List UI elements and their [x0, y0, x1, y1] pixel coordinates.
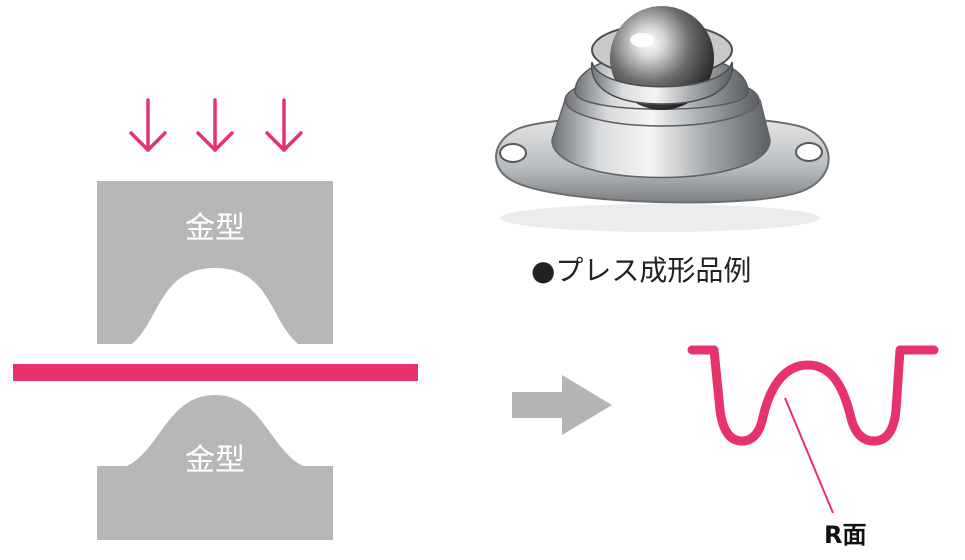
r-surface-leader — [784, 397, 834, 514]
upper-die-label: 金型 — [185, 211, 245, 246]
r-surface-label: R面 — [824, 521, 866, 549]
press-arrows — [129, 98, 303, 152]
lower-die — [97, 395, 333, 540]
metal-sheet — [13, 364, 418, 381]
product-caption: ●プレス成形品例 — [531, 254, 751, 287]
arrow-down-icon — [265, 98, 303, 152]
upper-die — [97, 181, 333, 344]
lower-die-label: 金型 — [185, 443, 245, 478]
arrow-down-icon — [196, 98, 234, 152]
arrow-right-icon — [512, 375, 612, 435]
formed-product-profile — [687, 345, 939, 446]
arrow-down-icon — [129, 98, 167, 152]
ball-transfer-unit-icon — [495, 6, 830, 232]
